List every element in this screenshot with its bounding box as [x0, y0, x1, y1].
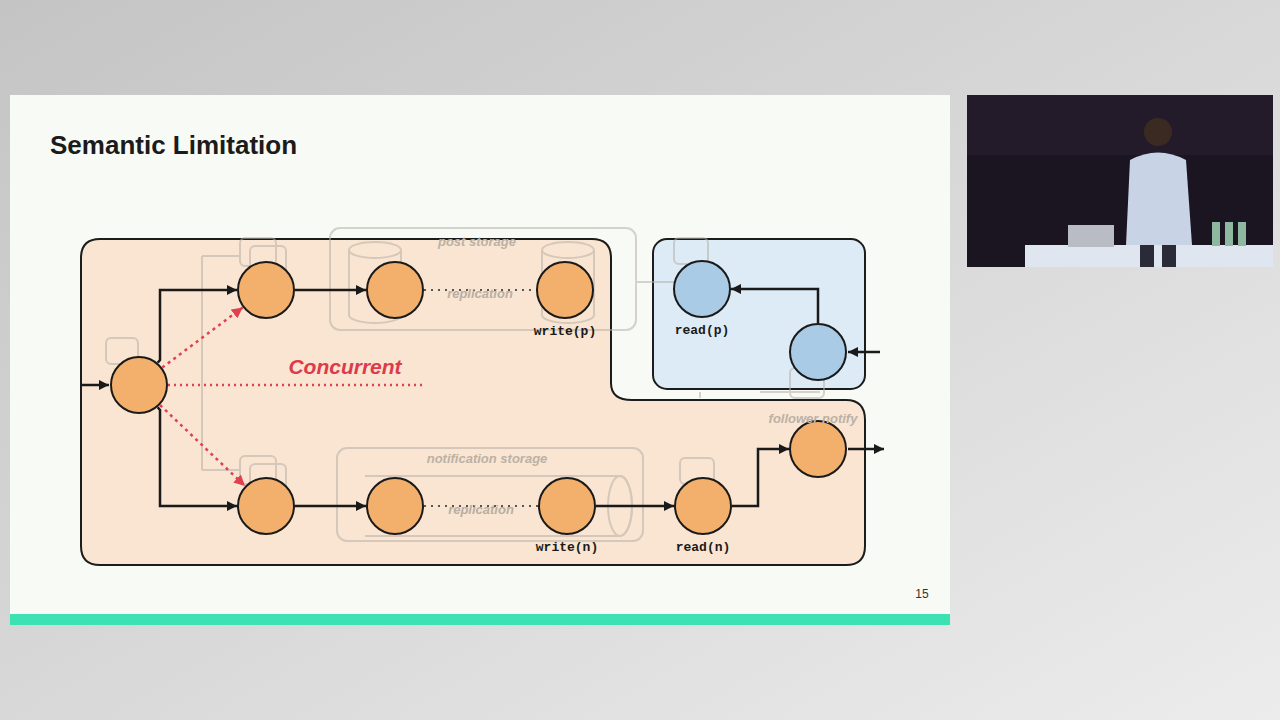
- process-circle: [366, 477, 424, 535]
- group-label: post storage: [438, 234, 516, 249]
- operation-label: write(n): [536, 540, 598, 555]
- page-number: 15: [915, 587, 928, 601]
- edge-label: replication: [448, 502, 514, 517]
- process-circle: [366, 261, 424, 319]
- process-circle: read(n): [674, 477, 732, 535]
- reader-circle: read(p): [673, 260, 731, 318]
- process-circle: [110, 356, 168, 414]
- process-circle: [237, 261, 295, 319]
- slide-title: Semantic Limitation: [50, 130, 297, 161]
- group-label: notification storage: [427, 451, 548, 466]
- concurrent-label: Concurrent: [288, 355, 401, 379]
- reader-circle: [789, 323, 847, 381]
- process-circle: [237, 477, 295, 535]
- operation-label: write(p): [534, 324, 596, 339]
- operation-label: read(p): [675, 323, 730, 338]
- operation-label: read(n): [676, 540, 731, 555]
- process-circle: write(n): [538, 477, 596, 535]
- process-circle: [789, 420, 847, 478]
- process-circle: write(p): [536, 261, 594, 319]
- reader-region: read(p): [652, 238, 866, 390]
- service-label: follower notify: [769, 411, 858, 426]
- edge-label: replication: [447, 286, 513, 301]
